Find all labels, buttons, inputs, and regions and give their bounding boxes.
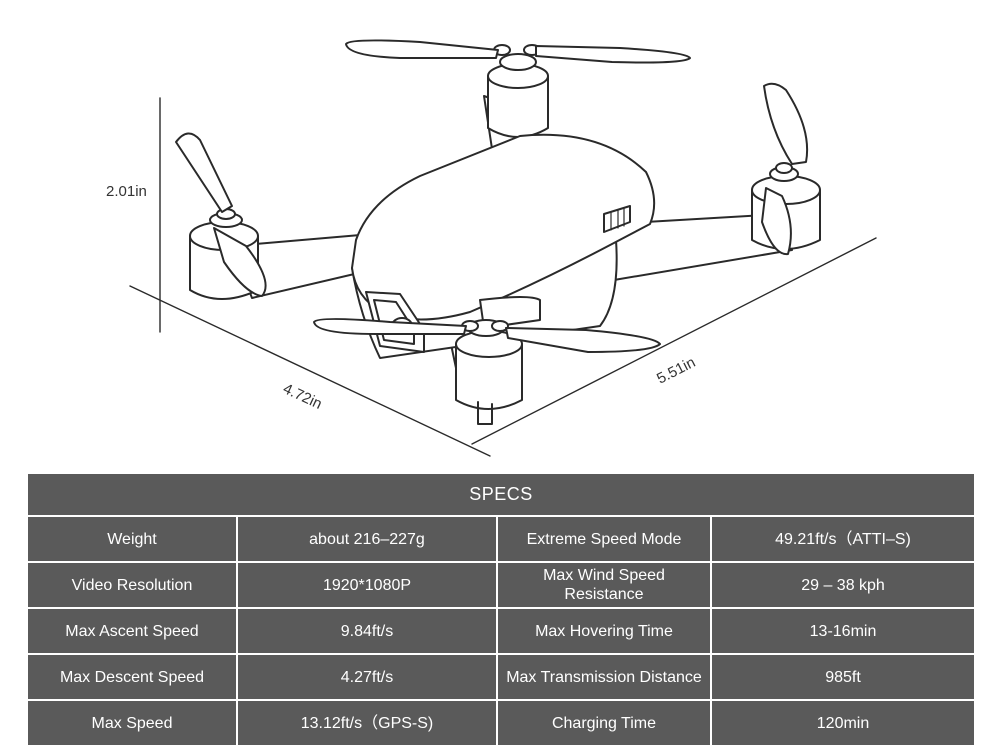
dimension-lines [129,97,877,457]
motor-front [455,319,523,425]
height-dimension-label: 2.01in [106,183,147,200]
spec-row: Max Ascent Speed 9.84ft/s Max Hovering T… [28,609,975,653]
spec-label: Extreme Speed Mode [498,517,710,561]
spec-value: 985ft [712,655,975,699]
spec-row: Max Descent Speed 4.27ft/s Max Transmiss… [28,655,975,699]
spec-label: Max Ascent Speed [28,609,236,653]
spec-row: Weight about 216–227g Extreme Speed Mode… [28,517,975,561]
spec-label: Max Descent Speed [28,655,236,699]
spec-value: 13.12ft/s（GPS-S) [238,701,496,745]
propeller-left [175,132,267,297]
spec-value: 49.21ft/s（ATTI–S) [712,517,975,561]
spec-value: 1920*1080P [238,563,496,607]
length-dimension-label: 5.51in [654,354,698,388]
spec-label: Weight [28,517,236,561]
spec-row: Video Resolution 1920*1080P Max Wind Spe… [28,563,975,607]
spec-label: Max Speed [28,701,236,745]
spec-label: Charging Time [498,701,710,745]
propeller-rear [345,39,691,64]
spec-value: 120min [712,701,975,745]
specs-title: SPECS [28,474,975,515]
spec-label: Video Resolution [28,563,236,607]
propeller-right [761,82,809,256]
width-dimension-label: 4.72in [280,380,324,413]
spec-value: 13-16min [712,609,975,653]
spec-value: 9.84ft/s [238,609,496,653]
spec-value: 4.27ft/s [238,655,496,699]
spec-label: Max Hovering Time [498,609,710,653]
spec-label: Max Wind Speed Resistance [498,563,710,607]
spec-value: about 216–227g [238,517,496,561]
spec-label: Max Transmission Distance [498,655,710,699]
spec-row: Max Speed 13.12ft/s（GPS-S) Charging Time… [28,701,975,745]
spec-value: 29 – 38 kph [712,563,975,607]
motor-rear [487,44,549,138]
drone-illustration: 2.01in 4.72in 5.51in [106,39,877,457]
propeller-front [313,318,661,353]
specs-table: SPECS Weight about 216–227g Extreme Spee… [26,472,977,747]
